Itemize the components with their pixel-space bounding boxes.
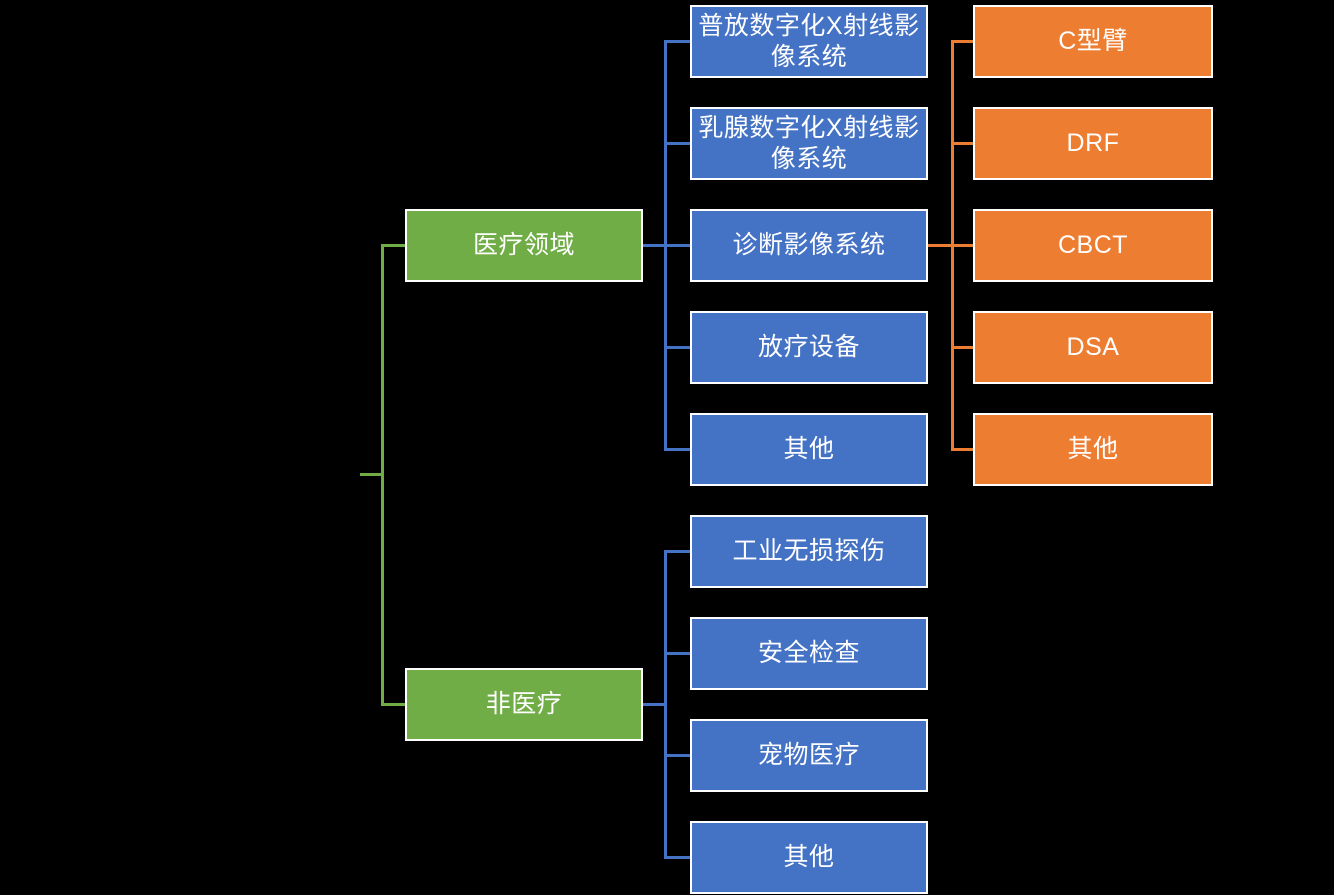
connector-medical-field-stub bbox=[384, 244, 405, 247]
node-cbct-label: CBCT bbox=[1057, 231, 1129, 259]
node-medical-field: 医疗领域 bbox=[405, 209, 643, 282]
node-general-radiography-system-label: 普放数字化X射线影 像系统 bbox=[698, 11, 920, 71]
node-dsa-label: DSA bbox=[1066, 333, 1120, 361]
connector-imaging-branch bbox=[928, 244, 954, 247]
connector-medical-stub-2 bbox=[667, 142, 690, 145]
connector-imaging-stub-3 bbox=[954, 244, 973, 247]
connector-root-stub bbox=[360, 473, 381, 476]
node-drf-label: DRF bbox=[1066, 129, 1120, 157]
connector-non-medical-stub bbox=[384, 703, 405, 706]
connector-nonmedical-stub-3 bbox=[667, 754, 690, 757]
connector-nonmedical-stub-2 bbox=[667, 652, 690, 655]
node-diagnostic-imaging-system-label: 诊断影像系统 bbox=[732, 231, 886, 259]
connector-imaging-stub-2 bbox=[954, 142, 973, 145]
node-industrial-ndt: 工业无损探伤 bbox=[690, 515, 928, 588]
connector-nonmedical-stub-4 bbox=[667, 856, 690, 859]
node-drf: DRF bbox=[973, 107, 1213, 180]
node-industrial-ndt-label: 工业无损探伤 bbox=[732, 537, 886, 565]
node-medical-other-label: 其他 bbox=[783, 435, 835, 463]
node-non-medical: 非医疗 bbox=[405, 668, 643, 741]
connector-imaging-stub-1 bbox=[954, 40, 973, 43]
node-c-arm: C型臂 bbox=[973, 5, 1213, 78]
connector-imaging-trunk bbox=[951, 40, 954, 451]
connector-imaging-stub-5 bbox=[954, 448, 973, 451]
connector-medical-trunk bbox=[664, 40, 667, 451]
connector-imaging-stub-4 bbox=[954, 346, 973, 349]
node-medical-other: 其他 bbox=[690, 413, 928, 486]
node-non-medical-label: 非医疗 bbox=[485, 690, 563, 718]
node-mammography-system-label: 乳腺数字化X射线影 像系统 bbox=[698, 113, 920, 173]
node-radiotherapy-equipment: 放疗设备 bbox=[690, 311, 928, 384]
node-radiotherapy-equipment-label: 放疗设备 bbox=[757, 333, 860, 361]
connector-medical-branch bbox=[643, 244, 667, 247]
node-imaging-other: 其他 bbox=[973, 413, 1213, 486]
connector-medical-stub-1 bbox=[667, 40, 690, 43]
node-diagnostic-imaging-system: 诊断影像系统 bbox=[690, 209, 928, 282]
connector-level1-trunk bbox=[381, 244, 384, 706]
node-security-inspection-label: 安全检查 bbox=[757, 639, 860, 667]
node-imaging-other-label: 其他 bbox=[1067, 435, 1119, 463]
node-security-inspection: 安全检查 bbox=[690, 617, 928, 690]
connector-medical-stub-4 bbox=[667, 346, 690, 349]
node-non-medical-other: 其他 bbox=[690, 821, 928, 894]
connector-nonmedical-stub-1 bbox=[667, 550, 690, 553]
connector-medical-stub-5 bbox=[667, 448, 690, 451]
node-cbct: CBCT bbox=[973, 209, 1213, 282]
connector-nonmedical-branch bbox=[643, 703, 667, 706]
node-general-radiography-system: 普放数字化X射线影 像系统 bbox=[690, 5, 928, 78]
node-dsa: DSA bbox=[973, 311, 1213, 384]
node-pet-medical-label: 宠物医疗 bbox=[757, 741, 860, 769]
node-c-arm-label: C型臂 bbox=[1058, 27, 1128, 55]
node-mammography-system: 乳腺数字化X射线影 像系统 bbox=[690, 107, 928, 180]
connector-medical-stub-3 bbox=[667, 244, 690, 247]
connector-nonmedical-trunk bbox=[664, 550, 667, 859]
node-medical-field-label: 医疗领域 bbox=[472, 231, 575, 259]
node-pet-medical: 宠物医疗 bbox=[690, 719, 928, 792]
node-non-medical-other-label: 其他 bbox=[783, 843, 835, 871]
